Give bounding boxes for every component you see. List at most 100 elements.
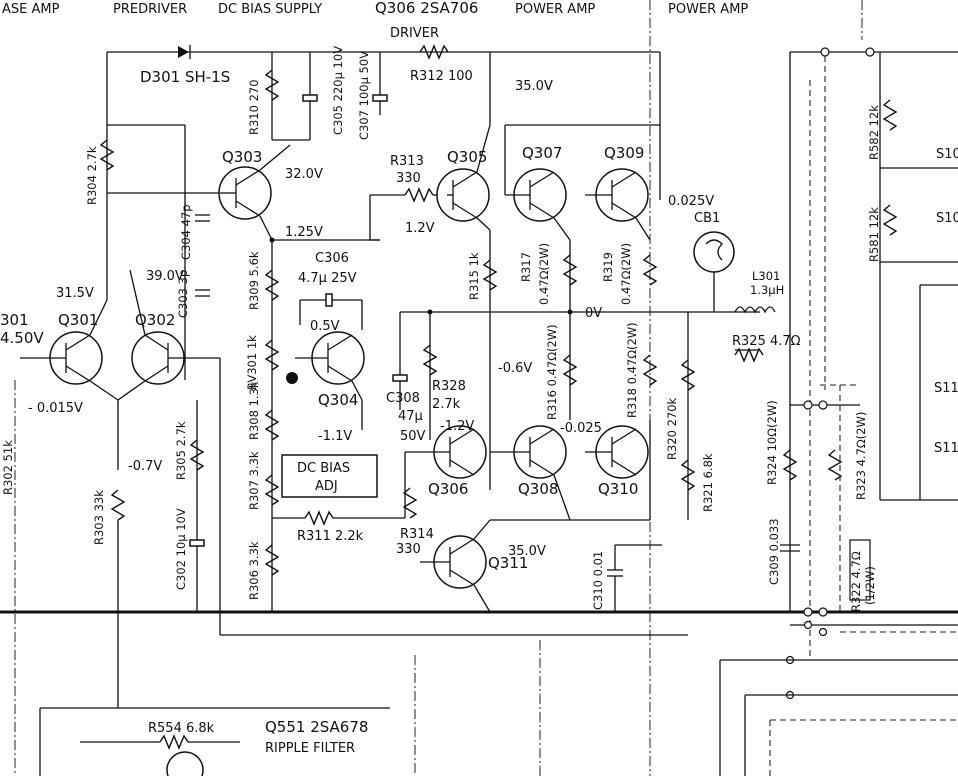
resistor-r304 bbox=[99, 139, 115, 171]
transistor-q303 bbox=[218, 166, 272, 220]
label-r304: R304 2.7k bbox=[85, 146, 99, 205]
wire bbox=[449, 538, 475, 555]
wire bbox=[611, 428, 637, 445]
terminal-node bbox=[818, 627, 828, 637]
label-c307: C307 100μ 50V bbox=[357, 51, 371, 140]
label-d301: D301 SH-1S bbox=[140, 68, 230, 86]
label-r318: R318 0.47Ω(2W) bbox=[625, 322, 639, 418]
wire bbox=[89, 299, 108, 336]
capacitor-c308 bbox=[392, 374, 408, 382]
label-q301-frag: 301 bbox=[0, 311, 29, 329]
voltage-0v: 0V bbox=[585, 306, 602, 321]
label-r302: R302 51k bbox=[1, 440, 15, 495]
wire bbox=[473, 584, 491, 613]
voltage-1-25v: 1.25V bbox=[285, 225, 323, 240]
wire bbox=[129, 269, 146, 336]
voltage-32v: 32.0V bbox=[285, 167, 323, 182]
capacitor-c307 bbox=[372, 94, 388, 102]
label-r582: R582 12k bbox=[867, 105, 881, 160]
wire bbox=[117, 380, 146, 401]
wire bbox=[529, 459, 555, 476]
voltage-35v-top: 35.0V bbox=[515, 79, 553, 94]
wire bbox=[144, 334, 169, 351]
label-q304: Q304 bbox=[318, 391, 358, 409]
r322-outline bbox=[849, 539, 871, 601]
label-q305: Q305 bbox=[447, 148, 487, 166]
terminal-node bbox=[865, 47, 875, 57]
cb1-element bbox=[705, 239, 723, 261]
label-c302: C302 10μ 10V bbox=[174, 508, 188, 590]
resistor-r318 bbox=[642, 354, 658, 386]
transistor-q551 bbox=[166, 751, 204, 776]
label-r313: R313 bbox=[390, 154, 424, 169]
terminal-node bbox=[803, 400, 813, 410]
resistor-r321 bbox=[680, 459, 696, 491]
label-r312: R312 100 bbox=[410, 69, 473, 84]
inductor-l301 bbox=[734, 306, 776, 314]
label-q308: Q308 bbox=[518, 480, 558, 498]
label-r314: R314 bbox=[400, 527, 434, 542]
wire bbox=[449, 569, 475, 586]
label-r324: R324 10Ω(2W) bbox=[765, 400, 779, 485]
wire bbox=[529, 428, 555, 445]
label-c308: C308 bbox=[386, 391, 420, 406]
voltage-minus-0-015v: - 0.015V bbox=[28, 401, 83, 416]
dc-bias-adj-box bbox=[281, 454, 378, 498]
wire bbox=[476, 217, 491, 231]
wire bbox=[89, 380, 119, 401]
label-c306-value: 4.7μ 25V bbox=[298, 271, 357, 286]
resistor-r303 bbox=[110, 489, 126, 521]
voltage-39v: 39.0V bbox=[146, 269, 184, 284]
voltage-minus-0-7v: -0.7V bbox=[128, 459, 162, 474]
label-r307: R307 3.3k bbox=[247, 451, 261, 510]
transistor-q305 bbox=[436, 168, 490, 222]
wire bbox=[235, 169, 261, 186]
label-r310: R310 270 bbox=[247, 79, 261, 135]
dc-bias-adj-line1: DC BIAS bbox=[297, 461, 350, 476]
label-c310: C310 0.01 bbox=[591, 551, 605, 610]
label-s10-bottom: S10 bbox=[936, 211, 958, 226]
voltage-1-2v: 1.2V bbox=[405, 221, 435, 236]
label-c308-voltage: 50V bbox=[400, 429, 426, 444]
resistor-r554 bbox=[159, 734, 189, 750]
label-r325: R325 4.7Ω bbox=[732, 334, 801, 349]
terminal-node bbox=[803, 607, 813, 617]
resistor-r313 bbox=[404, 187, 434, 203]
capacitor-c305 bbox=[302, 94, 318, 102]
wire bbox=[452, 202, 478, 219]
wire bbox=[65, 365, 91, 382]
wire bbox=[259, 144, 291, 171]
wire bbox=[449, 459, 475, 476]
label-s11-top: S11 bbox=[934, 381, 958, 396]
label-q303: Q303 bbox=[222, 148, 262, 166]
resistor-r324 bbox=[782, 449, 798, 481]
circuit-breaker-cb1 bbox=[693, 231, 735, 273]
wire bbox=[473, 519, 491, 540]
label-cb1: CB1 bbox=[694, 211, 720, 226]
label-r319: R319 bbox=[601, 252, 615, 282]
terminal-node bbox=[803, 620, 813, 630]
label-q302: Q302 bbox=[135, 311, 175, 329]
label-r315: R315 1k bbox=[467, 252, 481, 300]
wire bbox=[635, 217, 651, 241]
label-r322: R322 4.7Ω bbox=[849, 551, 863, 612]
label-q551: Q551 2SA678 bbox=[265, 718, 368, 736]
label-s11-bottom: S11- bbox=[934, 441, 958, 456]
header-driver: DRIVER bbox=[390, 26, 439, 41]
resistor-r314 bbox=[402, 487, 418, 519]
label-s10-top: S10 bbox=[936, 147, 958, 162]
voltage-31-5v: 31.5V bbox=[56, 286, 94, 301]
wire bbox=[327, 334, 353, 351]
header-base-amp: ASE AMP bbox=[2, 2, 60, 17]
label-q307: Q307 bbox=[522, 144, 562, 162]
label-r320: R320 270k bbox=[665, 397, 679, 460]
wire bbox=[351, 380, 363, 401]
label-r308: R308 1.3k bbox=[247, 381, 261, 440]
label-c301-frag: 4.50V bbox=[0, 329, 44, 347]
label-l301-value: 1.3μH bbox=[750, 283, 784, 297]
wire bbox=[529, 202, 555, 219]
trimmer-rv301-knob bbox=[286, 372, 298, 384]
terminal-node bbox=[818, 400, 828, 410]
terminal-node bbox=[820, 47, 830, 57]
